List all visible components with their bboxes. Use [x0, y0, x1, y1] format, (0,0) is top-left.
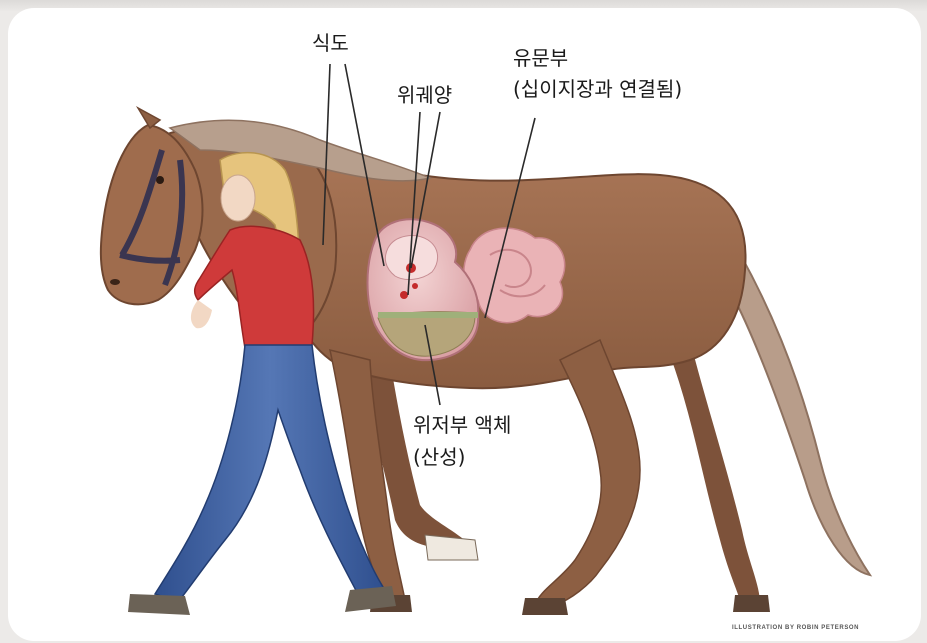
illustration-credit: ILLUSTRATION BY ROBIN PETERSON — [732, 625, 859, 631]
label-fundic-fluid-subtitle: (산성) — [413, 444, 465, 470]
label-esophagus: 식도 — [312, 30, 349, 56]
horse-near-hind-hoof — [522, 598, 568, 615]
label-fundic-fluid-title: 위저부 액체 — [413, 412, 511, 438]
handler-left-shoe — [128, 594, 190, 615]
ulcer-spot-3 — [412, 283, 418, 289]
ulcer-spot-2 — [400, 291, 408, 299]
handler-arm — [191, 300, 212, 328]
label-pylorus-subtitle: (십이지장과 연결됨) — [513, 76, 682, 102]
horse-far-hind-hoof — [733, 595, 770, 612]
horse-nostril — [110, 279, 120, 285]
horse-eye — [156, 176, 164, 184]
label-gastric-ulcer: 위궤양 — [397, 82, 452, 108]
handler-face — [221, 175, 255, 221]
horse-far-front-hoof — [425, 535, 478, 560]
label-pylorus-title: 유문부 — [513, 45, 568, 71]
horse-far-hind-leg — [660, 330, 760, 600]
fluid-line — [378, 312, 478, 318]
horse-ear — [138, 108, 160, 128]
